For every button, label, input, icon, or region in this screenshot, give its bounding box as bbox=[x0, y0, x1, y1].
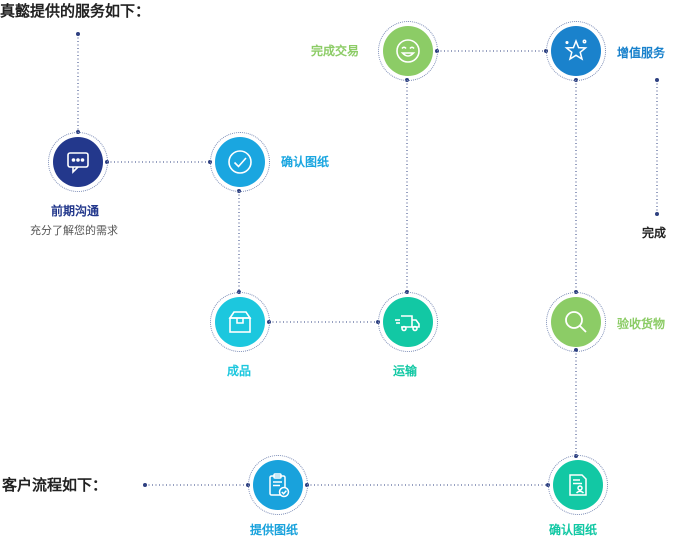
step-label-confirm-drawings-final: 确认图纸 bbox=[549, 523, 598, 537]
step-disc bbox=[551, 26, 601, 76]
step-consult bbox=[48, 132, 108, 192]
connector-dot bbox=[76, 32, 80, 36]
step-ring bbox=[210, 132, 270, 192]
step-label-provide-drawings: 提供图纸 bbox=[250, 523, 299, 537]
step-transport bbox=[378, 292, 438, 352]
star-icon bbox=[564, 38, 588, 61]
box-icon bbox=[228, 311, 252, 333]
connector-dot bbox=[655, 212, 659, 216]
step-confirm-drawings bbox=[210, 132, 270, 192]
step-ring bbox=[378, 292, 438, 352]
truck-icon bbox=[395, 315, 420, 332]
step-label-value-added: 增值服务 bbox=[617, 46, 666, 60]
step-disc bbox=[551, 297, 601, 347]
step-disc bbox=[53, 137, 103, 187]
step-value-added bbox=[546, 21, 606, 81]
step-disc bbox=[383, 297, 433, 347]
step-disc bbox=[253, 460, 303, 510]
step-disc bbox=[215, 297, 265, 347]
step-ring bbox=[546, 21, 606, 81]
magnifier-icon bbox=[565, 311, 587, 333]
step-ring bbox=[248, 455, 308, 515]
step-label-confirm-drawings: 确认图纸 bbox=[281, 155, 330, 169]
document-user-icon bbox=[569, 474, 587, 496]
checkmark-icon bbox=[228, 150, 252, 174]
customer-flow-heading: 客户流程如下： bbox=[2, 476, 108, 494]
step-label-consult: 前期沟通 bbox=[51, 204, 100, 218]
connector-dot bbox=[143, 483, 147, 487]
services-heading: 真懿提供的服务如下： bbox=[0, 2, 151, 20]
step-ring bbox=[546, 292, 606, 352]
clipboard-check-icon bbox=[269, 473, 290, 498]
step-disc bbox=[553, 460, 603, 510]
step-inspection bbox=[546, 292, 606, 352]
step-deal bbox=[378, 21, 438, 81]
step-finished-goods bbox=[210, 292, 270, 352]
step-disc bbox=[383, 26, 433, 76]
step-confirm-drawings-final bbox=[548, 455, 608, 515]
step-label-transport: 运输 bbox=[393, 364, 418, 378]
connector-dot bbox=[655, 78, 659, 82]
step-ring bbox=[210, 292, 270, 352]
step-ring bbox=[48, 132, 108, 192]
step-note-consult: 充分了解您的需求 bbox=[30, 224, 118, 237]
smiley-icon bbox=[396, 39, 420, 63]
step-ring bbox=[548, 455, 608, 515]
step-label-inspection: 验收货物 bbox=[617, 317, 666, 331]
step-label-finished-goods: 成品 bbox=[227, 364, 252, 378]
step-ring bbox=[378, 21, 438, 81]
step-label-done: 完成 bbox=[642, 226, 667, 240]
step-provide-drawings bbox=[248, 455, 308, 515]
step-label-deal: 完成交易 bbox=[311, 44, 360, 58]
step-disc bbox=[215, 137, 265, 187]
chat-bubble-icon bbox=[67, 152, 89, 174]
